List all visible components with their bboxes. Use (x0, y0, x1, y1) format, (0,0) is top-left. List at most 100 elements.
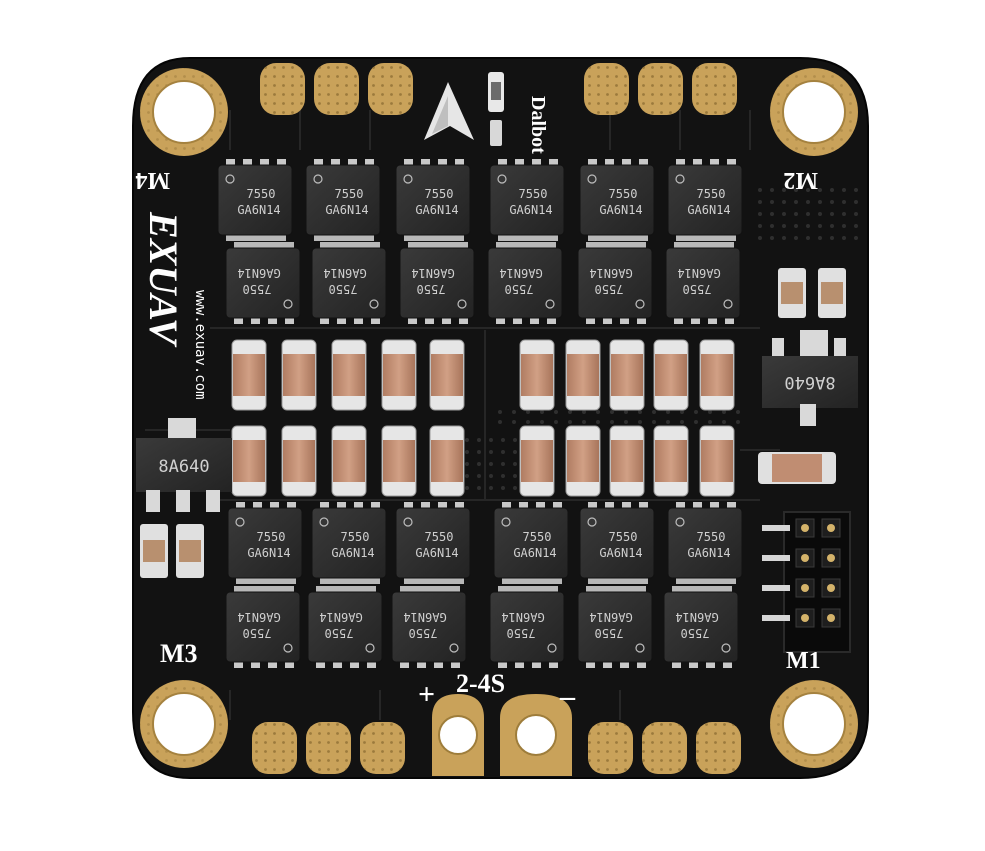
label-m3: M3 (160, 639, 198, 668)
via-field (453, 188, 858, 490)
mosfet-marking-2: GA6N14 (687, 203, 730, 217)
pin1-marker-icon (283, 643, 293, 653)
mounting-hole-top-right (770, 68, 858, 156)
mounting-hole-top-left (140, 68, 228, 156)
ceramic-capacitor (231, 425, 267, 497)
mosfet-marking-2: GA6N14 (237, 203, 280, 217)
mosfet-marking-1: 7550 (409, 626, 438, 640)
pin1-marker-icon (587, 174, 597, 184)
ceramic-capacitor (381, 425, 417, 497)
mosfet-marking-2: GA6N14 (411, 266, 454, 280)
mosfet-marking-2: GA6N14 (599, 203, 642, 217)
mosfet-marking-2: GA6N14 (415, 203, 458, 217)
mounting-hole-bottom-left (140, 680, 228, 768)
motor-pads-top-left (260, 63, 413, 115)
ceramic-capacitor (699, 339, 735, 411)
pin1-marker-icon (547, 643, 557, 653)
mosfet-marking-1: 7550 (697, 530, 726, 544)
signal-header (762, 511, 851, 653)
ceramic-capacitor (519, 425, 555, 497)
label-m1: M1 (786, 648, 821, 674)
mosfet-marking-2: GA6N14 (237, 266, 280, 280)
voltage-regulator-right: 8A640 (762, 330, 858, 426)
ceramic-capacitor (565, 425, 601, 497)
pin1-marker-icon (723, 299, 733, 309)
mosfet-array: 7550GA6N147550GA6N147550GA6N147550GA6N14… (217, 159, 743, 668)
regulator-marking-left: 8A640 (158, 457, 209, 477)
pin1-marker-icon (497, 174, 507, 184)
motor-pads-bottom-right (588, 722, 741, 774)
ceramic-capacitor (609, 425, 645, 497)
mosfet-marking-2: GA6N14 (599, 546, 642, 560)
pin1-marker-icon (675, 174, 685, 184)
mosfet-marking-1: 7550 (507, 626, 536, 640)
brand-text: Dalbot (527, 96, 549, 154)
pin1-marker-icon (721, 643, 731, 653)
pin1-marker-icon (449, 643, 459, 653)
mosfet-marking-2: GA6N14 (415, 546, 458, 560)
mosfet-marking-2: GA6N14 (589, 266, 632, 280)
logo-text: EXUAV (141, 211, 186, 348)
mosfet-marking-2: GA6N14 (319, 610, 362, 624)
mosfet-marking-1: 7550 (519, 187, 548, 201)
mosfet-chip: 7550 GA6N14 (663, 586, 739, 668)
mosfet-marking-2: GA6N14 (589, 610, 632, 624)
mosfet-marking-1: 7550 (335, 187, 364, 201)
mosfet-chip: 7550 GA6N14 (665, 242, 741, 324)
mosfet-marking-1: 7550 (609, 530, 638, 544)
pin1-marker-icon (403, 174, 413, 184)
mosfet-marking-2: GA6N14 (687, 546, 730, 560)
label-m2: M2 (783, 167, 818, 193)
mosfet-marking-2: GA6N14 (403, 610, 446, 624)
mosfet-marking-2: GA6N14 (331, 546, 374, 560)
mosfet-marking-1: 7550 (595, 282, 624, 296)
mosfet-marking-2: GA6N14 (247, 546, 290, 560)
mosfet-marking-2: GA6N14 (513, 546, 556, 560)
pin1-marker-icon (403, 517, 413, 527)
mosfet-marking-1: 7550 (683, 282, 712, 296)
mosfet-marking-1: 7550 (609, 187, 638, 201)
pin1-marker-icon (365, 643, 375, 653)
label-m4: M4 (135, 167, 170, 193)
ceramic-capacitor (653, 425, 689, 497)
label-power-2-4s: 2-4S (456, 669, 505, 698)
long-capacitor-right (758, 452, 836, 484)
pin1-marker-icon (235, 517, 245, 527)
motor-pads-bottom-left (252, 722, 405, 774)
mounting-hole-bottom-right (770, 680, 858, 768)
mosfet-marking-2: GA6N14 (675, 610, 718, 624)
ceramic-capacitor (331, 425, 367, 497)
url-text: www.exuav.com (192, 290, 208, 400)
pin1-marker-icon (369, 299, 379, 309)
mosfet-marking-2: GA6N14 (325, 203, 368, 217)
mosfet-marking-2: GA6N14 (501, 610, 544, 624)
mosfet-marking-2: GA6N14 (509, 203, 552, 217)
mosfet-chip: 7550 GA6N14 (577, 242, 653, 324)
ceramic-capacitor (231, 339, 267, 411)
ceramic-capacitor (281, 339, 317, 411)
mosfet-marking-1: 7550 (523, 530, 552, 544)
pin1-marker-icon (501, 517, 511, 527)
mosfet-marking-1: 7550 (505, 282, 534, 296)
pin1-marker-icon (635, 299, 645, 309)
mosfet-marking-2: GA6N14 (677, 266, 720, 280)
label-minus: _ (559, 670, 576, 703)
mosfet-marking-1: 7550 (595, 626, 624, 640)
mosfet-marking-1: 7550 (681, 626, 710, 640)
pin1-marker-icon (675, 517, 685, 527)
capacitor-array (231, 339, 735, 497)
mosfet-marking-1: 7550 (329, 282, 358, 296)
mosfet-marking-1: 7550 (243, 282, 272, 296)
mosfet-chip: 7550 GA6N14 (577, 586, 653, 668)
